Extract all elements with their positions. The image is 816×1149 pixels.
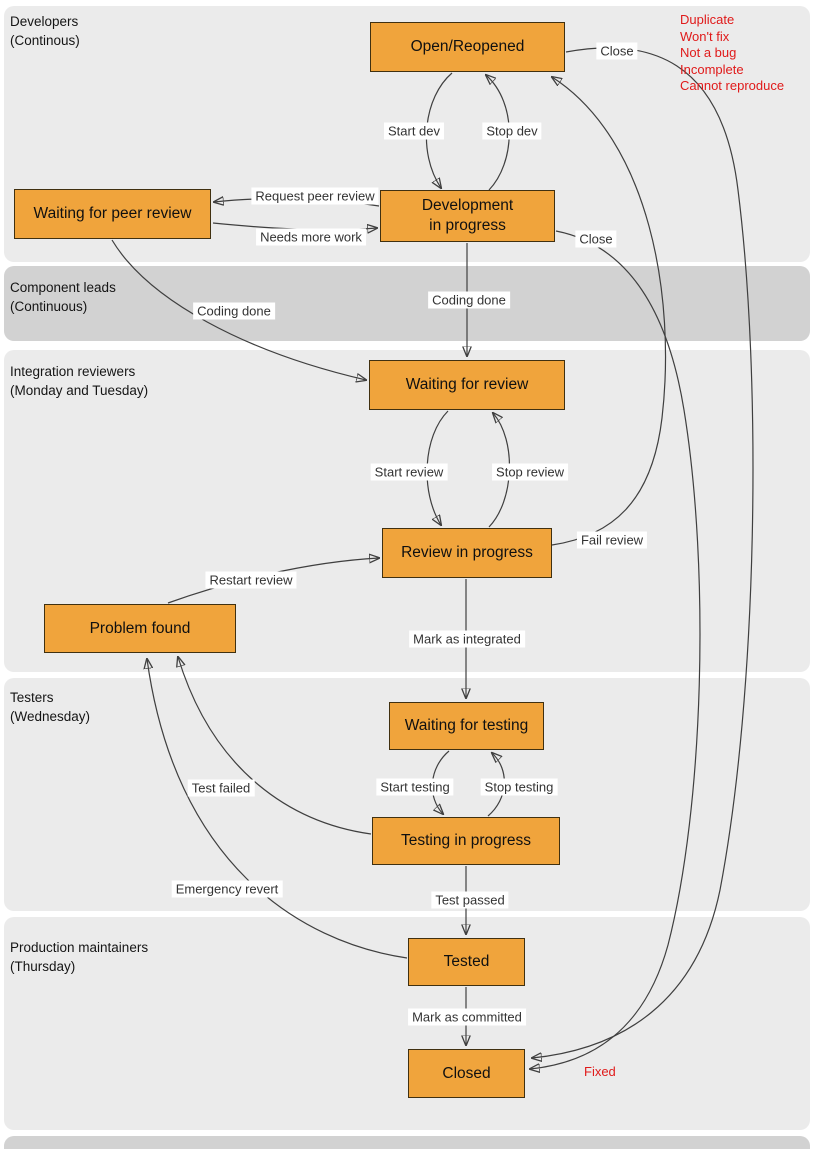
edge-fail-review bbox=[552, 77, 667, 546]
lane-label-line: Production maintainers bbox=[10, 940, 149, 955]
edge-label-stop-testing: Stop testing bbox=[480, 778, 558, 796]
state-testing-in-progress: Testing in progress bbox=[372, 817, 560, 865]
edge-label-fail-review: Fail review bbox=[576, 531, 648, 549]
edge-label-needs-more-work: Needs more work bbox=[256, 228, 366, 246]
state-waiting-for-testing: Waiting for testing bbox=[389, 702, 544, 750]
edge-label-test-failed: Test failed bbox=[187, 779, 255, 797]
edge-label-stop-review: Stop review bbox=[492, 463, 568, 481]
edge-close-from-dev bbox=[530, 230, 701, 1069]
edge-close-from-open bbox=[532, 47, 754, 1058]
lane-label-line: Testers bbox=[10, 690, 54, 705]
lane-production-maintainers bbox=[4, 917, 810, 1130]
edge-emergency-revert bbox=[147, 659, 408, 959]
resolution-item: Won't fix bbox=[680, 28, 730, 44]
edge-test-failed bbox=[178, 657, 372, 835]
lane-label-component-leads: Component leads (Continuous) bbox=[10, 278, 116, 316]
resolution-fixed: Fixed bbox=[584, 1064, 616, 1079]
state-waiting-for-peer-review: Waiting for peer review bbox=[14, 189, 211, 239]
state-problem-found: Problem found bbox=[44, 604, 236, 653]
lane-label-line: Developers bbox=[10, 14, 79, 29]
edge-label-coding-done-left: Coding done bbox=[193, 302, 275, 320]
lane-label-line: Integration reviewers bbox=[10, 364, 136, 379]
edge-label-mark-as-committed: Mark as committed bbox=[408, 1008, 526, 1026]
lane-label-developers: Developers (Continous) bbox=[10, 12, 80, 50]
lane-label-line: (Continuous) bbox=[10, 299, 88, 314]
edge-label-start-testing: Start testing bbox=[376, 778, 454, 796]
resolution-list: Duplicate Won't fix Not a bug Incomplete… bbox=[680, 12, 784, 95]
lane-label-line: (Monday and Tuesday) bbox=[10, 383, 149, 398]
resolution-item: Not a bug bbox=[680, 45, 737, 60]
edge-label-start-dev: Start dev bbox=[383, 122, 445, 140]
lane-label-line: (Continous) bbox=[10, 33, 80, 48]
edge-label-coding-done-center: Coding done bbox=[428, 291, 510, 309]
lane-component-leads bbox=[4, 266, 810, 341]
lane-label-line: (Thursday) bbox=[10, 959, 76, 974]
lane-label-integration-reviewers: Integration reviewers (Monday and Tuesda… bbox=[10, 362, 148, 400]
edge-label-test-passed: Test passed bbox=[431, 891, 509, 909]
edge-label-mark-as-integrated: Mark as integrated bbox=[409, 630, 525, 648]
state-review-in-progress: Review in progress bbox=[382, 528, 552, 578]
resolution-item: Incomplete bbox=[680, 61, 744, 77]
state-tested: Tested bbox=[408, 938, 525, 986]
resolution-item: Duplicate bbox=[680, 12, 735, 27]
lane-label-line: (Wednesday) bbox=[10, 709, 91, 724]
edge-label-start-review: Start review bbox=[370, 463, 448, 481]
edge-label-close-from-dev: Close bbox=[575, 230, 617, 248]
edge-label-emergency-revert: Emergency revert bbox=[171, 880, 283, 898]
state-closed: Closed bbox=[408, 1049, 525, 1098]
edge-label-stop-dev: Stop dev bbox=[482, 122, 542, 140]
lane-cutoff bbox=[4, 1136, 810, 1149]
lane-label-testers: Testers (Wednesday) bbox=[10, 688, 90, 726]
lane-label-line: Component leads bbox=[10, 280, 116, 295]
edge-coding-done-left bbox=[111, 239, 366, 380]
lane-label-production-maintainers: Production maintainers (Thursday) bbox=[10, 938, 148, 976]
resolution-item: Cannot reproduce bbox=[680, 78, 785, 93]
state-open-reopened: Open/Reopened bbox=[370, 22, 565, 72]
edge-label-request-peer-review: Request peer review bbox=[251, 187, 379, 205]
state-development-in-progress: Development in progress bbox=[380, 190, 555, 242]
edge-label-restart-review: Restart review bbox=[205, 571, 297, 589]
state-waiting-for-review: Waiting for review bbox=[369, 360, 565, 410]
edge-label-close-from-open: Close bbox=[596, 42, 638, 60]
